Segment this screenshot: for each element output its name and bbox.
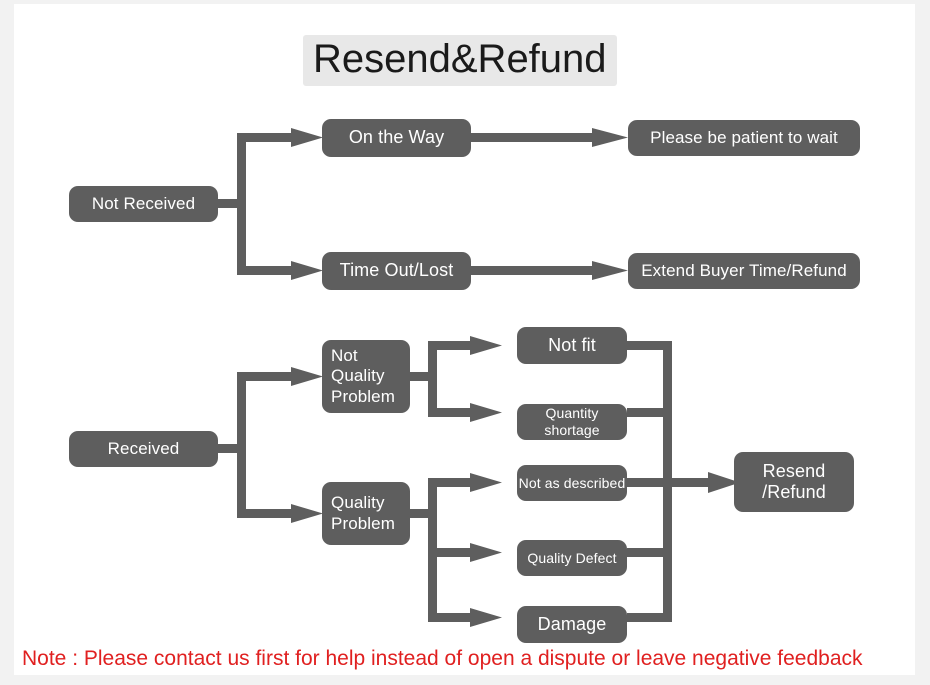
node-quantity-shortage[interactable]: Quantity shortage: [517, 404, 627, 440]
node-not-quality-problem[interactable]: Not Quality Problem: [322, 340, 410, 413]
node-resend-refund[interactable]: Resend /Refund: [734, 452, 854, 512]
node-not-quality-problem-line1: Not: [331, 346, 358, 366]
node-on-the-way[interactable]: On the Way: [322, 119, 471, 157]
diagram-canvas: [14, 4, 915, 675]
node-not-as-described[interactable]: Not as described: [517, 465, 627, 501]
node-resend-refund-line1: Resend: [762, 460, 826, 481]
node-not-fit[interactable]: Not fit: [517, 327, 627, 364]
node-time-out-lost[interactable]: Time Out/Lost: [322, 252, 471, 290]
node-not-quality-problem-line3: Problem: [331, 386, 396, 406]
node-damage[interactable]: Damage: [517, 606, 627, 643]
node-please-be-patient-to-wait[interactable]: Please be patient to wait: [628, 120, 860, 156]
node-not-quality-problem-line2: Quality: [331, 366, 385, 386]
node-extend-buyer-time-refund[interactable]: Extend Buyer Time/Refund: [628, 253, 860, 289]
node-quality-problem[interactable]: Quality Problem: [322, 482, 410, 545]
node-not-received[interactable]: Not Received: [69, 186, 218, 222]
node-resend-refund-line2: /Refund: [762, 482, 826, 502]
node-received[interactable]: Received: [69, 431, 218, 467]
node-quality-defect[interactable]: Quality Defect: [517, 540, 627, 576]
node-quality-problem-line2: Problem: [331, 513, 396, 533]
node-quality-problem-line1: Quality: [331, 493, 385, 513]
page-title: Resend&Refund: [303, 35, 617, 86]
footer-note: Note : Please contact us first for help …: [22, 647, 863, 670]
